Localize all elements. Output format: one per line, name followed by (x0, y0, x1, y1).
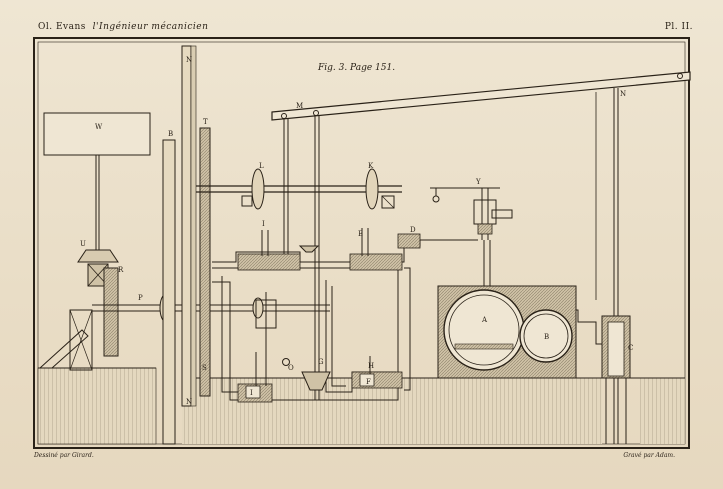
boiler-B (519, 309, 573, 363)
label-B-boiler: B (544, 333, 549, 341)
ground-left (37, 367, 157, 445)
ground-right (640, 378, 685, 444)
figure-caption: Fig. 3. Page 151. (318, 63, 396, 73)
label-U: U (80, 240, 86, 248)
boiler-A (443, 289, 525, 371)
label-Y: Y (475, 178, 481, 186)
post-B (162, 139, 176, 445)
wheel-K (365, 168, 379, 210)
block-W (43, 112, 151, 156)
label-N-bottom: N (186, 398, 192, 406)
label-I-upper: I (262, 220, 265, 228)
label-K: K (368, 162, 374, 170)
book-title: l'Ingénieur mécanicien (92, 22, 209, 32)
label-A: A (481, 316, 488, 324)
footer-drawn-by: Dessiné par Girard. (34, 452, 94, 459)
label-B: B (168, 130, 173, 138)
plate-border (33, 37, 690, 449)
label-O: O (288, 364, 294, 372)
label-I-lower: I (250, 389, 253, 397)
label-H: H (368, 362, 374, 370)
label-S: S (202, 364, 207, 372)
plate-number: Pl. II. (664, 22, 693, 32)
post-N-left (181, 45, 192, 407)
label-M: M (296, 102, 303, 110)
label-N-right: N (620, 90, 626, 98)
pump-G (301, 371, 331, 391)
valve-boxes (237, 233, 421, 403)
label-E: E (358, 230, 363, 238)
chain-T-S (199, 127, 211, 397)
author-name: Ol. Evans (38, 22, 86, 32)
label-R: R (118, 266, 124, 274)
beam-M (271, 71, 691, 121)
label-T: T (203, 118, 208, 126)
header-left: Ol. Evans l'Ingénieur mécanicien (38, 22, 208, 32)
label-L: L (259, 162, 264, 170)
label-N-left: N (186, 56, 192, 64)
label-D: D (410, 226, 416, 234)
label-C: C (628, 344, 633, 352)
label-W: W (95, 123, 103, 131)
toothed-wheel-left (103, 267, 119, 357)
label-G: G (318, 358, 324, 366)
label-F: F (366, 378, 371, 386)
wheel-L (251, 168, 265, 210)
footer-engraved-by: Gravé par Adam. (623, 452, 675, 459)
label-P: P (138, 294, 143, 302)
